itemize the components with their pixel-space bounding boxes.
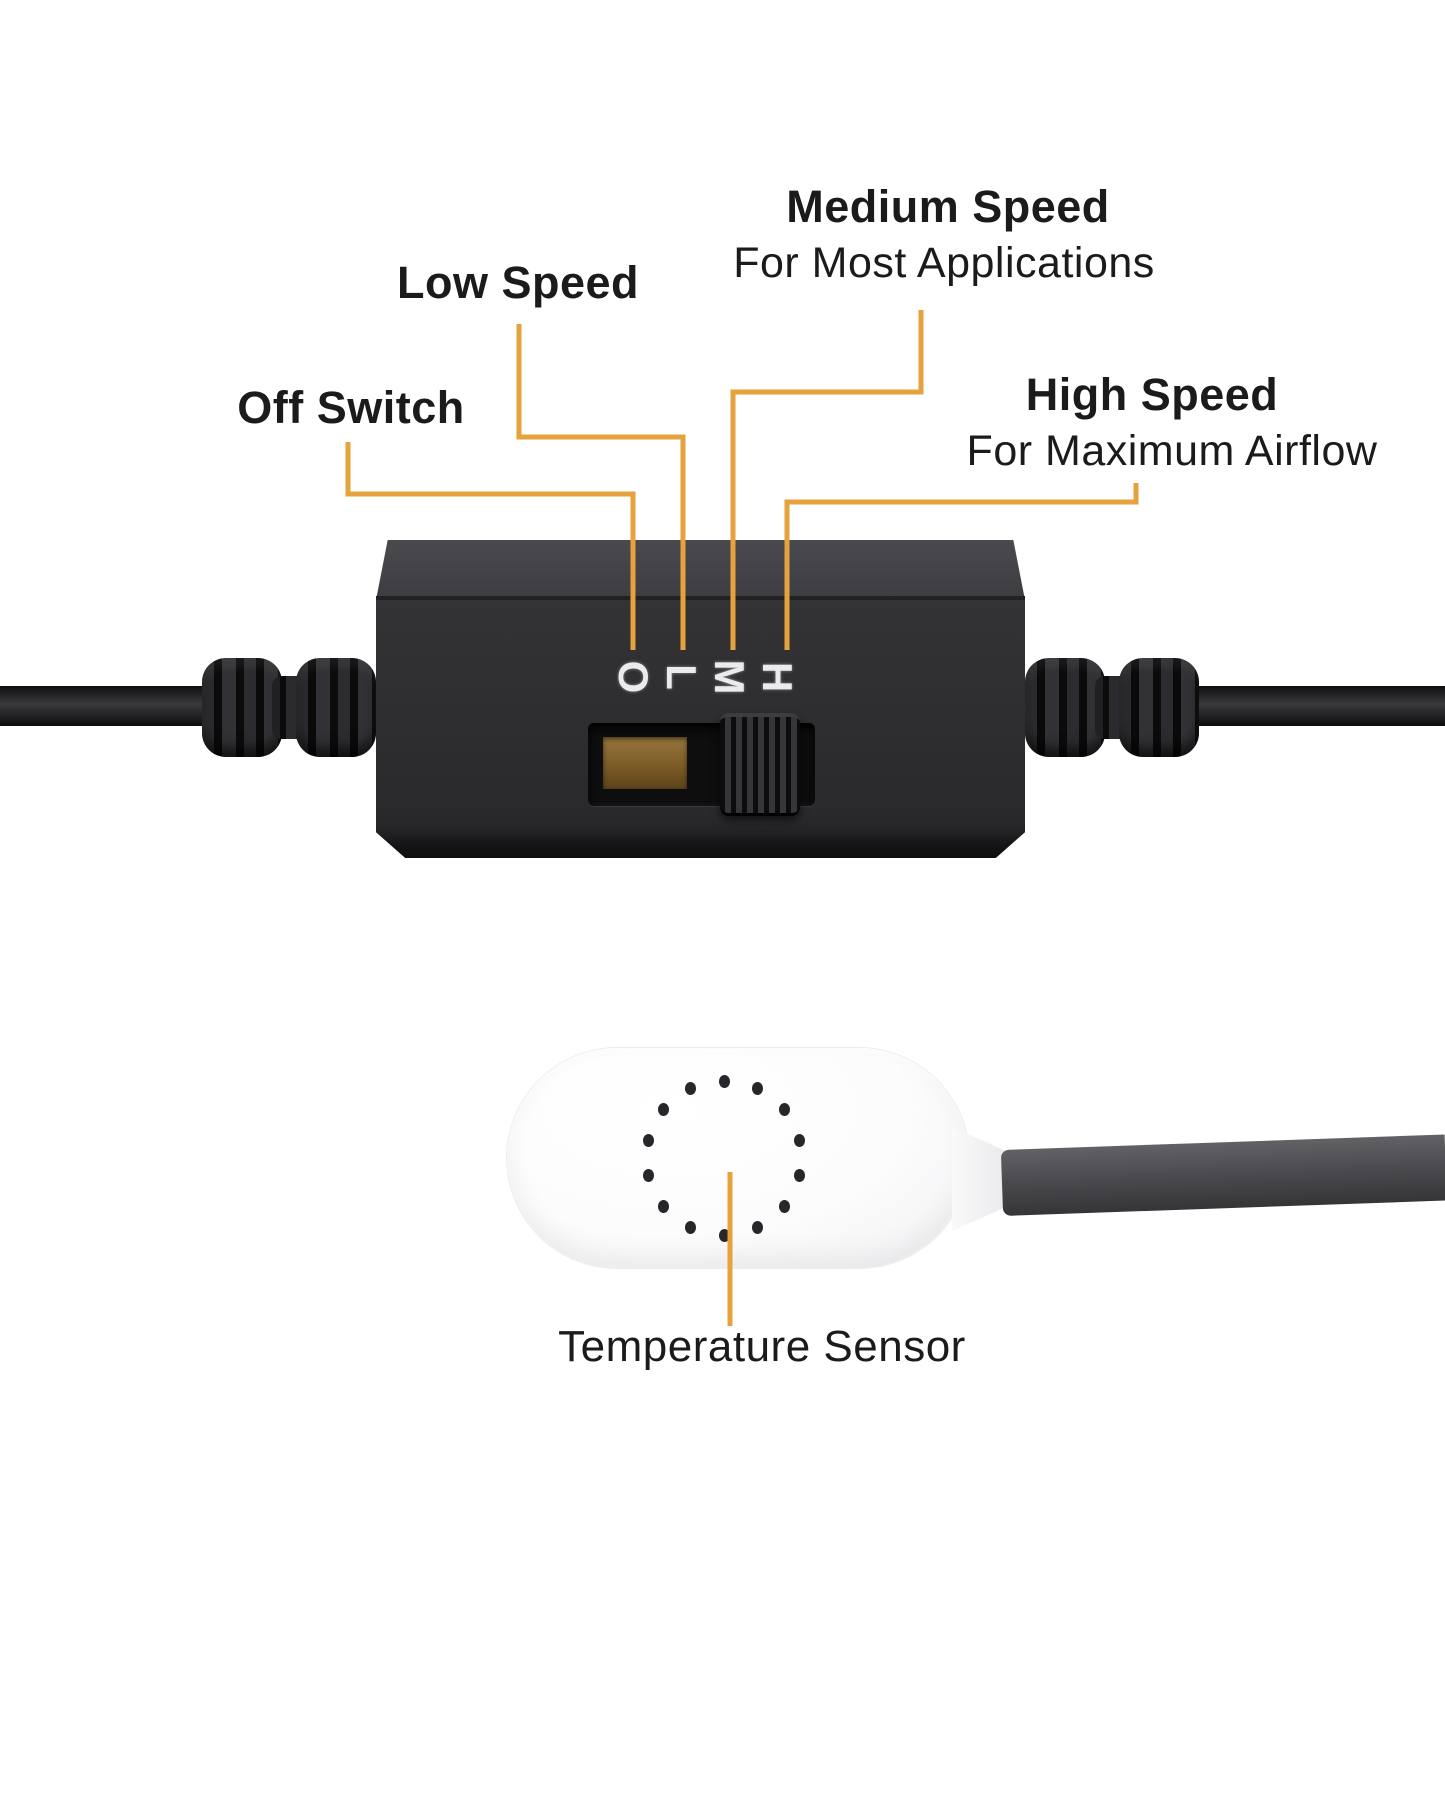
vent-hole <box>793 1168 805 1182</box>
label-low-speed: Low Speed <box>396 257 640 308</box>
strain-relief-bead <box>1119 658 1199 757</box>
label-temperature-sensor: Temperature Sensor <box>558 1322 966 1371</box>
vent-hole <box>751 1220 763 1234</box>
controller-top-face <box>376 540 1025 600</box>
slider-knob <box>720 713 800 816</box>
label-medium-subtitle: For Most Applications <box>733 239 1155 287</box>
strain-relief-bead <box>296 658 376 757</box>
slider-recess <box>588 713 815 816</box>
vent-hole <box>658 1103 670 1117</box>
label-off-switch: Off Switch <box>237 382 465 433</box>
vent-hole <box>718 1074 730 1088</box>
vent-hole <box>751 1082 763 1096</box>
vent-hole <box>658 1199 670 1213</box>
strain-relief-left <box>202 658 380 757</box>
vent-hole <box>793 1134 805 1148</box>
switch-letter-off: O <box>610 660 657 694</box>
vent-hole <box>643 1168 655 1182</box>
vent-hole <box>718 1228 730 1242</box>
switch-letter-low: L <box>658 664 705 690</box>
vent-hole <box>685 1220 697 1234</box>
slider-contacts <box>603 737 687 789</box>
label-high-subtitle: For Maximum Airflow <box>966 427 1378 475</box>
strain-relief-bead <box>202 658 282 757</box>
cable-left <box>0 686 212 726</box>
vent-hole <box>778 1199 790 1213</box>
controller-seam <box>376 596 1025 602</box>
sensor-cable <box>1000 1134 1445 1216</box>
vent-hole <box>685 1082 697 1096</box>
cable-right <box>1192 686 1445 726</box>
vent-hole <box>643 1134 655 1148</box>
switch-letter-medium: M <box>706 659 753 695</box>
label-medium-speed: Medium Speed <box>786 181 1110 232</box>
label-high-speed: High Speed <box>1025 369 1279 420</box>
switch-position-letters: O L M H <box>609 652 801 702</box>
strain-relief-bead <box>1025 658 1105 757</box>
switch-letter-high: H <box>754 661 801 693</box>
sensor-vent-holes <box>640 1074 808 1242</box>
strain-relief-right <box>1025 658 1199 757</box>
sensor-body <box>507 1048 969 1268</box>
sensor-neck <box>952 1127 1008 1231</box>
vent-hole <box>778 1103 790 1117</box>
